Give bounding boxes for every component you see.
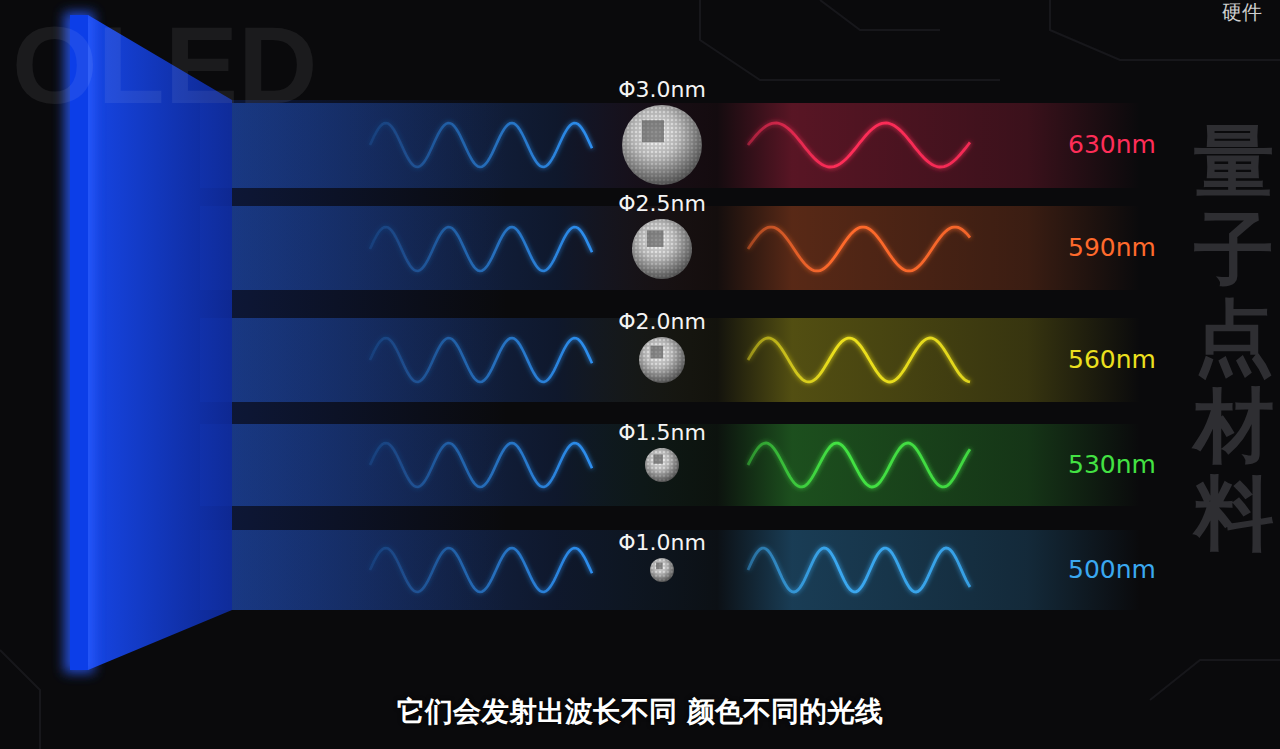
wavelength-value: 530nm [1068,451,1156,480]
wavelength-band: Φ1.0nm500nm [200,530,1140,610]
wavelength-band: Φ2.0nm560nm [200,318,1140,402]
dot-diameter: Φ2.5nm [618,191,706,216]
dot-diameter: Φ1.5nm [618,420,706,445]
wavelength-value: 630nm [1068,131,1156,160]
emitted-wave [748,227,970,271]
circuit-trace [1150,660,1280,700]
vertical-title: 量子点材料 [1194,118,1274,558]
circuit-trace [1050,0,1280,60]
dot-atoms [632,219,692,279]
circuit-trace [700,0,1000,80]
circuit-trace [0,650,40,749]
dot-body [650,558,674,582]
quantum-dot [645,448,679,482]
dot-atoms [622,105,702,185]
quantum-dot [650,558,674,582]
dot-body [622,105,702,185]
dot-cutaway [656,563,663,570]
incoming-blue-wave [370,443,592,487]
dot-atoms [645,448,679,482]
emitted-wave [748,338,970,382]
wavelength-value: 590nm [1068,234,1156,263]
quantum-dot [622,105,702,185]
emitted-wave [748,548,970,592]
emitted-wave [748,443,970,487]
dot-cutaway [642,120,664,142]
wavelength-value: 500nm [1068,556,1156,585]
dot-body [632,219,692,279]
dot-cutaway [647,230,664,247]
dot-atoms [639,337,685,383]
wavelength-value: 560nm [1068,346,1156,375]
circuit-trace [820,0,940,30]
subtitle: 它们会发射出波长不同 颜色不同的光线 [0,693,1280,731]
wavelength-band: Φ2.5nm590nm [200,206,1140,290]
incoming-blue-wave [370,123,592,167]
quantum-dot [632,219,692,279]
dot-atoms [650,558,674,582]
waves [370,123,970,592]
dot-body [645,448,679,482]
quantum-dot [639,337,685,383]
dot-diameter: Φ2.0nm [618,309,706,334]
incoming-blue-wave [370,548,592,592]
incoming-blue-wave [370,338,592,382]
quantum-dots [622,105,702,582]
wavelength-band: Φ3.0nm630nm [200,103,1140,188]
watermark: OLED [12,10,318,120]
dot-diameter: Φ3.0nm [618,77,706,102]
incoming-blue-wave [370,227,592,271]
dot-diameter: Φ1.0nm [618,530,706,555]
wavelength-band: Φ1.5nm530nm [200,424,1140,506]
section-tag: 硬件 [1222,2,1262,22]
emitted-wave [748,123,970,167]
dot-cutaway [651,346,664,359]
dot-cutaway [654,454,663,463]
dot-body [639,337,685,383]
